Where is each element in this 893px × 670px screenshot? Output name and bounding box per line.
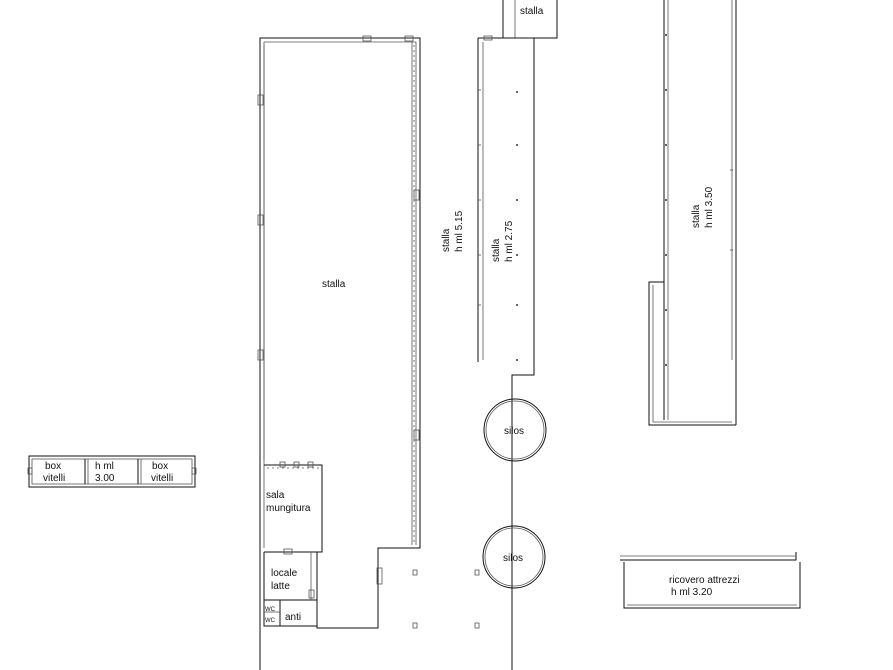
- stalla-main-building: [257, 35, 421, 670]
- label-box-vitelli-1b: vitelli: [43, 473, 65, 484]
- label-wc-1: WC: [265, 607, 276, 613]
- label-locale: locale: [271, 568, 298, 579]
- stalla-350-building: [648, 0, 737, 426]
- label-silos-2: silos: [503, 553, 523, 564]
- label-hml-515: h ml 5.15: [454, 210, 465, 252]
- label-latte: latte: [271, 581, 290, 592]
- label-box-vitelli-2a: box: [152, 461, 168, 472]
- label-stalla-275: stalla: [491, 238, 502, 262]
- label-box-vitelli-1a: box: [45, 461, 61, 472]
- silos-2: [482, 525, 546, 589]
- label-sala: sala: [266, 490, 285, 501]
- stalla-275-building: [477, 35, 535, 670]
- box-vitelli-building: [27, 455, 197, 488]
- label-silos-1: silos: [504, 426, 524, 437]
- label-hml-300-a: h ml: [95, 461, 114, 472]
- sala-mungitura-room: [264, 461, 323, 555]
- label-box-vitelli-2b: vitelli: [151, 473, 173, 484]
- ricovero-attrezzi-building: [620, 552, 801, 609]
- label-hml-320: h ml 3.20: [671, 587, 713, 598]
- locale-latte-room: [263, 552, 383, 627]
- label-wc-2: WC: [265, 618, 276, 624]
- label-stalla-main: stalla: [322, 279, 346, 290]
- label-hml-275: h ml 2.75: [504, 220, 515, 262]
- label-stalla-350: stalla: [691, 204, 702, 228]
- label-mungitura: mungitura: [266, 503, 311, 514]
- silos-1: [483, 398, 547, 462]
- ground-markers: [412, 569, 480, 629]
- label-hml-350: h ml 3.50: [704, 186, 715, 228]
- label-stalla-top: stalla: [520, 6, 544, 17]
- label-anti: anti: [285, 612, 301, 623]
- label-stalla-515: stalla: [441, 228, 452, 252]
- label-hml-300-b: 3.00: [95, 473, 115, 484]
- label-ricovero-attrezzi: ricovero attrezzi: [669, 575, 740, 586]
